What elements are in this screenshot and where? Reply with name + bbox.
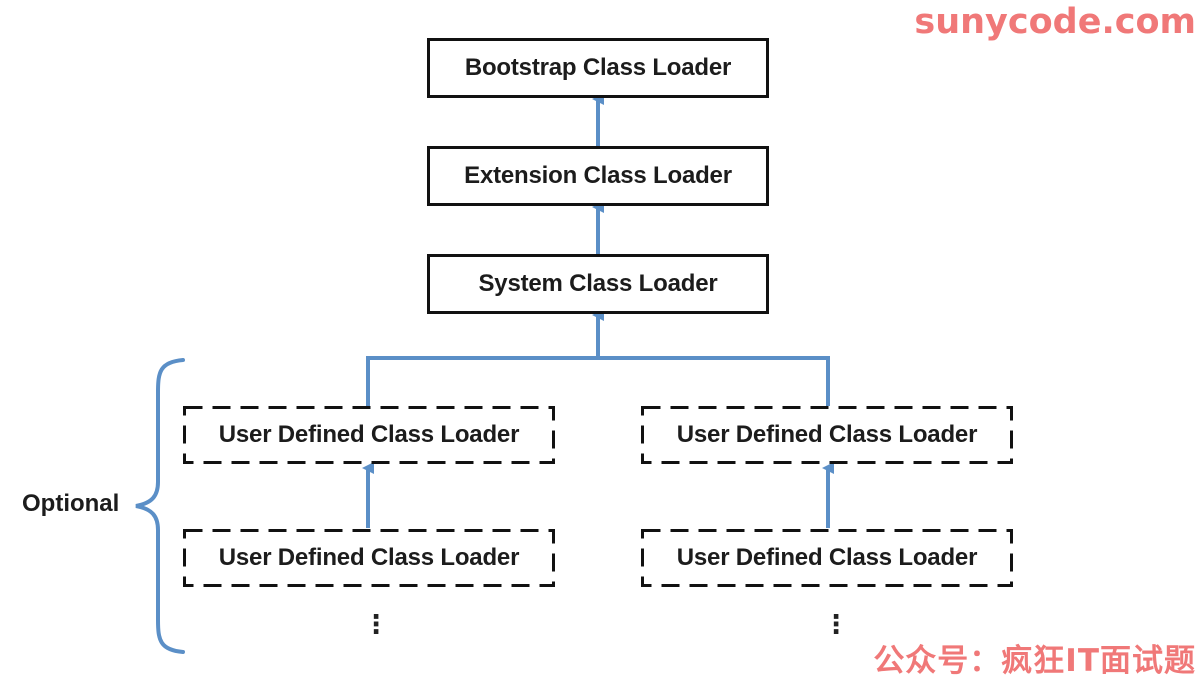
watermark-account: 公众号：疯狂IT面试题 xyxy=(873,643,1196,679)
optional-label: Optional xyxy=(22,490,120,517)
user-defined-loader-left-2: User Defined Class Loader xyxy=(183,529,555,587)
connector-user-loaders-bus xyxy=(366,356,830,406)
system-class-loader-box: System Class Loader xyxy=(427,254,769,314)
ellipsis-left: ⋮ xyxy=(363,609,389,639)
dashed-border xyxy=(183,529,555,587)
extension-class-loader-label: Extension Class Loader xyxy=(464,162,732,189)
user-defined-loader-label: User Defined Class Loader xyxy=(676,544,978,571)
dashed-border xyxy=(641,406,1013,464)
watermark-site: sunycode.com xyxy=(914,2,1196,42)
dashed-border xyxy=(183,406,555,464)
bootstrap-class-loader-box: Bootstrap Class Loader xyxy=(427,38,769,98)
user-defined-loader-label: User Defined Class Loader xyxy=(218,421,520,448)
user-defined-loader-left-1: User Defined Class Loader xyxy=(183,406,555,464)
optional-brace xyxy=(135,358,185,654)
bootstrap-class-loader-label: Bootstrap Class Loader xyxy=(464,54,732,81)
extension-class-loader-box: Extension Class Loader xyxy=(427,146,769,206)
dashed-border xyxy=(641,529,1013,587)
user-defined-loader-right-2: User Defined Class Loader xyxy=(641,529,1013,587)
system-class-loader-label: System Class Loader xyxy=(478,270,718,297)
ellipsis-right: ⋮ xyxy=(823,609,849,639)
user-defined-loader-label: User Defined Class Loader xyxy=(218,544,520,571)
user-defined-loader-label: User Defined Class Loader xyxy=(676,421,978,448)
user-defined-loader-right-1: User Defined Class Loader xyxy=(641,406,1013,464)
